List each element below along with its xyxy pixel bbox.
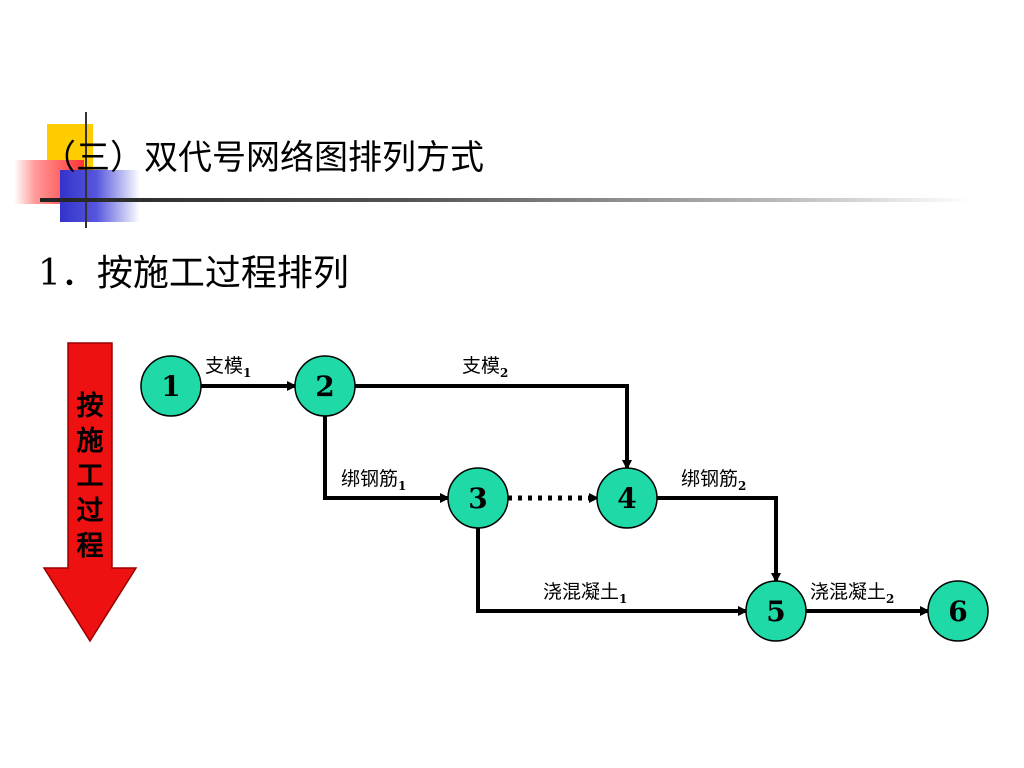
nodes-layer: 1 2 3 4 5 6: [140, 355, 989, 642]
edge-label-text: 绑钢筋: [681, 468, 738, 490]
node-label: 1: [161, 370, 180, 403]
edge-label-1-2: 支模1: [205, 355, 251, 380]
edge-label-2-4: 支模2: [462, 355, 508, 380]
process-direction-char: 施: [77, 426, 104, 457]
node-5: 5: [745, 580, 807, 642]
title-underline: [40, 198, 970, 202]
node-circle: [294, 355, 356, 417]
edge-2-4: [355, 384, 632, 470]
edge-label-subscript: 1: [398, 479, 406, 493]
process-direction-arrow: 按施工过程: [42, 342, 138, 643]
edge-label-text: 绑钢筋: [341, 468, 398, 490]
edge-label-5-6: 浇混凝土2: [810, 581, 894, 606]
process-direction-char: 工: [77, 461, 104, 492]
edges-layer: [201, 381, 930, 616]
node-circle: [596, 467, 658, 529]
node-4: 4: [596, 467, 658, 529]
blue-corner-block: [60, 170, 140, 222]
node-label: 3: [468, 482, 487, 515]
slide-subtitle: 1．按施工过程排列: [38, 253, 349, 294]
process-direction-char: 程: [77, 531, 104, 562]
process-direction-char: 按: [77, 390, 104, 422]
edge-4-5: [657, 496, 781, 583]
node-6: 6: [927, 580, 989, 642]
node-1: 1: [140, 355, 202, 417]
edge-label-text: 浇混凝土: [543, 581, 619, 603]
edge-label-3-5: 浇混凝土1: [543, 581, 627, 606]
edge-label-subscript: 2: [886, 592, 894, 606]
node-label: 6: [948, 595, 967, 628]
edge-label-subscript: 2: [500, 366, 508, 380]
edge-label-subscript: 1: [619, 592, 627, 606]
node-circle: [927, 580, 989, 642]
process-direction-char: 过: [77, 496, 104, 527]
node-label: 2: [315, 370, 334, 403]
edge-label-text: 浇混凝土: [810, 581, 886, 603]
edge-label-subscript: 1: [243, 366, 251, 380]
vertical-rule: [85, 112, 87, 228]
node-label: 5: [766, 595, 785, 628]
slide-title: （三）双代号网络图排列方式: [42, 138, 484, 178]
node-3: 3: [447, 467, 509, 529]
edge-label-text: 支模: [205, 355, 243, 377]
edge-label-4-5: 绑钢筋2: [681, 468, 746, 493]
process-direction-text: 按施工过程: [77, 390, 104, 562]
node-circle: [447, 467, 509, 529]
edge-label-subscript: 2: [738, 479, 746, 493]
node-circle: [140, 355, 202, 417]
edge-label-text: 支模: [462, 355, 500, 377]
node-label: 4: [617, 482, 636, 515]
edge-3-5: [476, 528, 748, 616]
node-circle: [745, 580, 807, 642]
edge-label-2-3: 绑钢筋1: [341, 468, 406, 493]
edge-2-3: [323, 416, 450, 503]
node-2: 2: [294, 355, 356, 417]
